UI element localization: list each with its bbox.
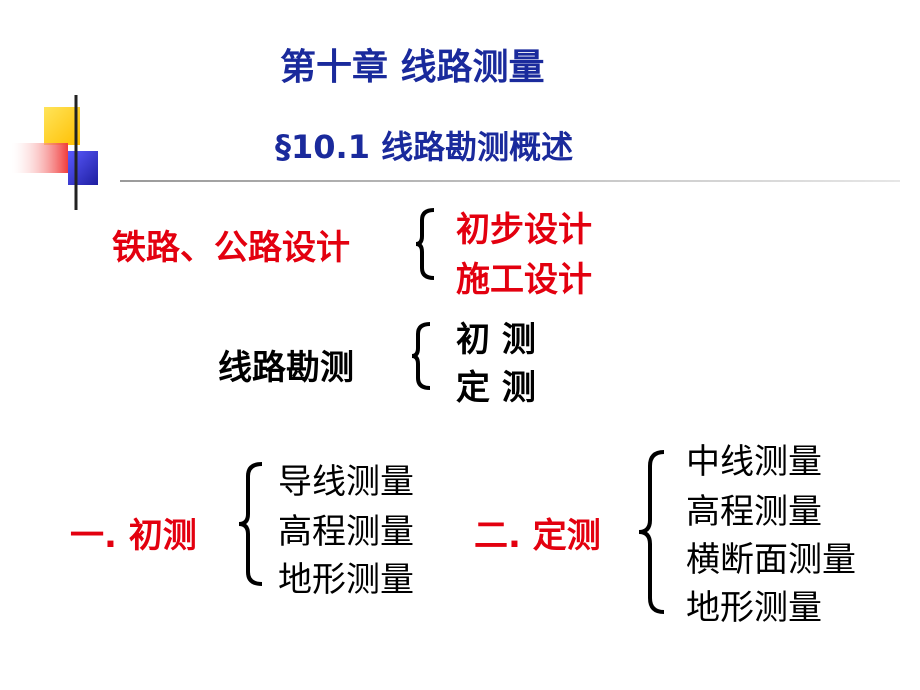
survey-item-final: 定 测 [456, 368, 536, 408]
design-item-construction: 施工设计 [456, 260, 592, 300]
design-brace-icon [415, 208, 435, 280]
final-item-cross-section: 横断面测量 [686, 540, 856, 580]
initial-item-elevation: 高程测量 [278, 512, 414, 552]
initial-survey-brace-icon [238, 462, 263, 586]
final-survey-brace-icon [638, 450, 665, 614]
page-subtitle: §10.1 线路勘测概述 [275, 128, 574, 166]
final-item-elevation: 高程测量 [686, 492, 822, 532]
final-item-topographic: 地形测量 [686, 588, 822, 628]
initial-survey-label: 一. 初测 [70, 516, 197, 556]
design-label: 铁路、公路设计 [112, 228, 350, 268]
header-divider-line [120, 180, 900, 182]
final-survey-label: 二. 定测 [474, 516, 601, 556]
decorative-corner-graphic [10, 95, 130, 210]
page-title: 第十章 线路测量 [280, 47, 545, 88]
survey-label: 线路勘测 [218, 348, 354, 388]
initial-item-topographic: 地形测量 [278, 560, 414, 600]
survey-item-initial: 初 测 [456, 320, 536, 360]
corner-squares-icon [12, 95, 130, 210]
final-item-centerline: 中线测量 [686, 442, 822, 482]
initial-item-traverse: 导线测量 [278, 462, 414, 502]
design-item-preliminary: 初步设计 [456, 210, 592, 250]
survey-brace-icon [411, 322, 431, 390]
